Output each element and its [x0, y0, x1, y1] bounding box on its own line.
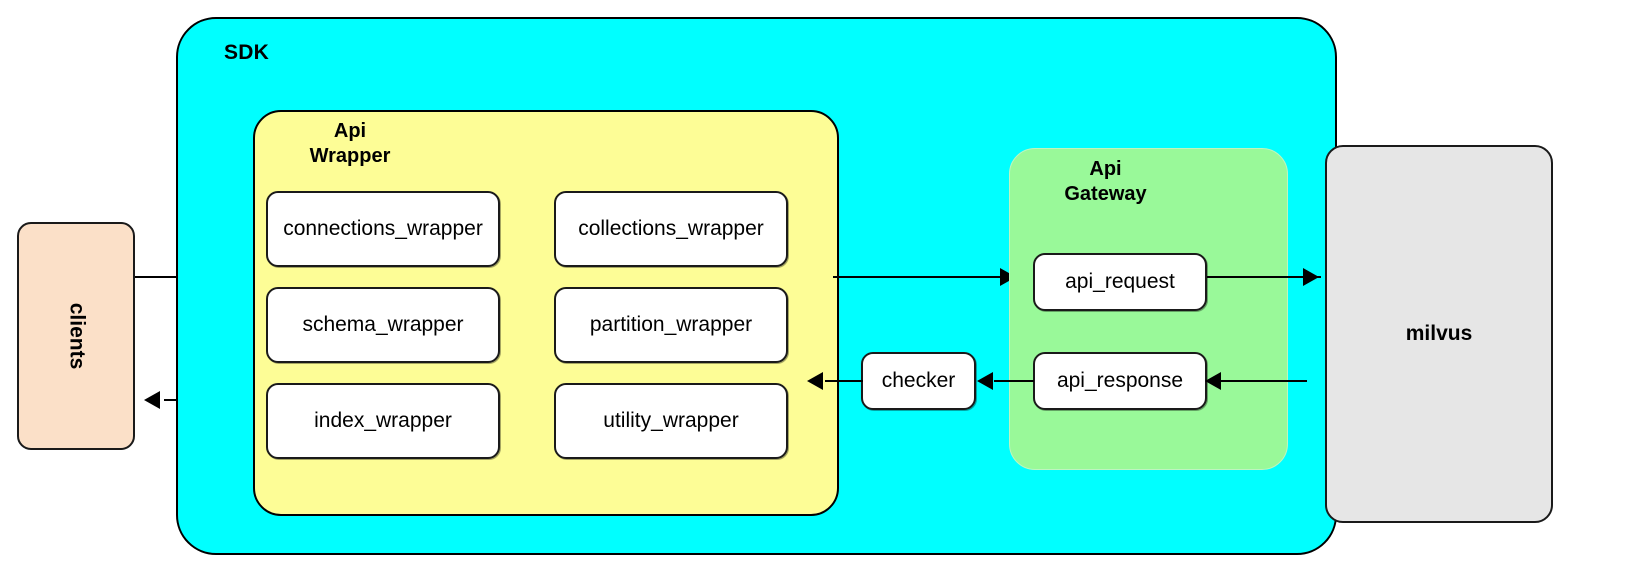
node-partition-wrapper-label: partition_wrapper — [589, 313, 753, 336]
sdk-label: SDK — [224, 41, 269, 64]
api-gateway-label-line2: Gateway — [1064, 183, 1147, 205]
node-utility-wrapper[interactable]: utility_wrapper — [554, 383, 788, 459]
node-connections-wrapper[interactable]: connections_wrapper — [266, 191, 500, 267]
connector-api-wrapper-to-api-gateway-line — [833, 276, 1019, 278]
milvus-label: milvus — [1405, 322, 1473, 345]
node-api-request[interactable]: api_request — [1033, 253, 1207, 311]
connector-api-wrapper-to-clients-arrowhead — [144, 391, 160, 409]
milvus-box[interactable]: milvus — [1325, 145, 1553, 523]
node-index-wrapper-label: index_wrapper — [314, 409, 452, 432]
node-collections-wrapper[interactable]: collections_wrapper — [554, 191, 788, 267]
connector-api-response-to-checker-line — [994, 380, 1034, 382]
node-schema-wrapper[interactable]: schema_wrapper — [266, 287, 500, 363]
node-connections-wrapper-label: connections_wrapper — [283, 217, 483, 240]
node-index-wrapper[interactable]: index_wrapper — [266, 383, 500, 459]
node-api-response-label: api_response — [1056, 369, 1184, 392]
connector-api-request-to-milvus-arrowhead — [1303, 268, 1319, 286]
connector-api-response-to-checker-arrowhead — [977, 372, 993, 390]
node-checker[interactable]: checker — [861, 352, 976, 410]
connector-milvus-to-api-response-line — [1219, 380, 1307, 382]
connector-checker-to-api-wrapper-line — [825, 380, 863, 382]
api-wrapper-label-line2: Wrapper — [309, 145, 391, 167]
node-utility-wrapper-label: utility_wrapper — [603, 409, 739, 432]
connector-api-request-to-milvus-line — [1207, 276, 1321, 278]
api-gateway-label-line1: Api — [1089, 158, 1122, 180]
connector-checker-to-api-wrapper-arrowhead — [807, 372, 823, 390]
node-api-request-label: api_request — [1065, 270, 1175, 293]
connector-milvus-to-api-response-arrowhead — [1205, 372, 1221, 390]
clients-box[interactable]: clients — [17, 222, 135, 450]
clients-label: clients — [65, 302, 88, 370]
api-wrapper-label-line1: Api — [333, 120, 367, 142]
node-collections-wrapper-label: collections_wrapper — [578, 217, 764, 240]
node-api-response[interactable]: api_response — [1033, 352, 1207, 410]
node-checker-label: checker — [881, 369, 956, 392]
node-schema-wrapper-label: schema_wrapper — [302, 313, 464, 336]
node-partition-wrapper[interactable]: partition_wrapper — [554, 287, 788, 363]
